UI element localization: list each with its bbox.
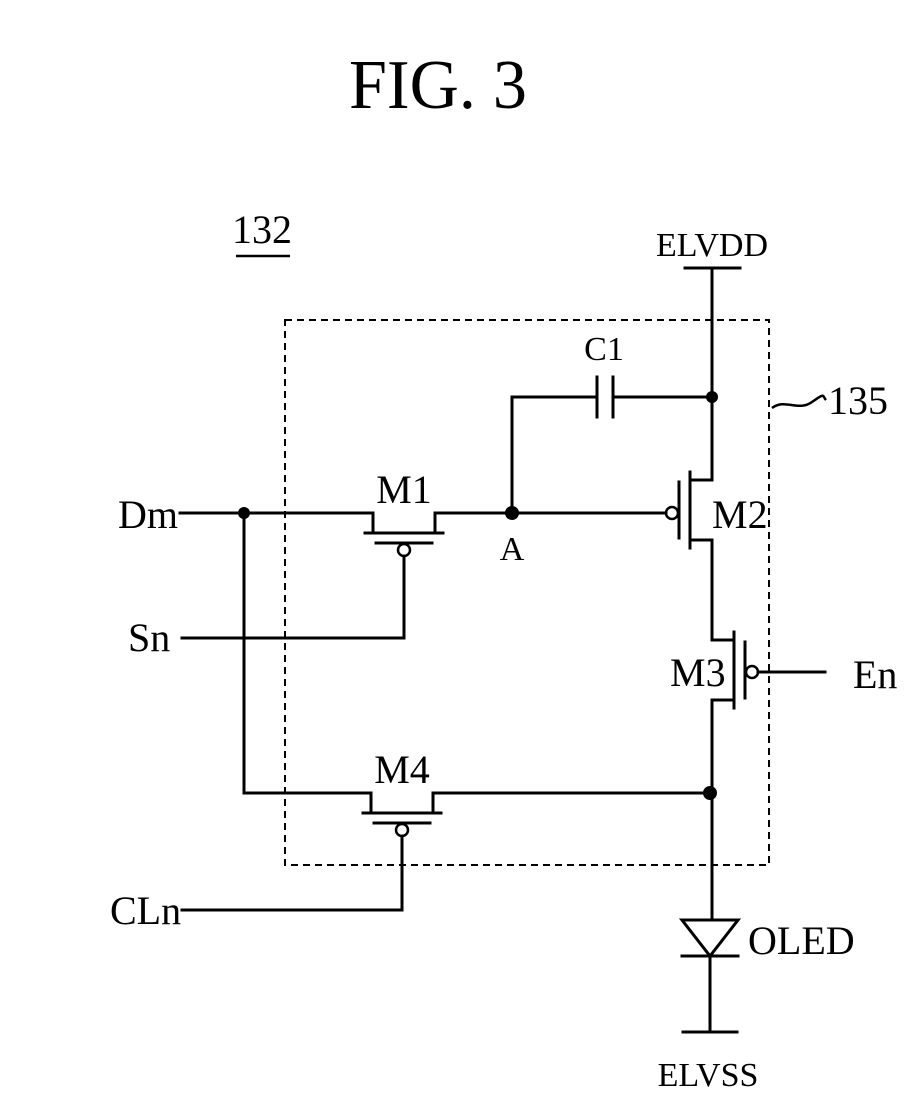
m3-gate-bubble xyxy=(746,666,758,678)
figure-title: FIG. 3 xyxy=(349,47,527,124)
node-a-label: A xyxy=(500,531,525,568)
m4-gate-bubble xyxy=(396,824,408,836)
node-a-dot xyxy=(505,506,519,520)
m1-gate-bubble xyxy=(398,544,410,556)
m2-gate-bubble xyxy=(666,507,678,519)
c1-label: C1 xyxy=(584,331,624,368)
circuit-ref-leader xyxy=(772,396,826,408)
m4-label: M4 xyxy=(374,747,430,792)
oled-diode-symbol xyxy=(682,920,738,956)
elvdd-label: ELVDD xyxy=(656,227,768,264)
m2-label: M2 xyxy=(712,492,768,537)
sn-label: Sn xyxy=(128,615,170,660)
cln-label: CLn xyxy=(110,888,181,933)
circuit-ref-label: 135 xyxy=(828,378,888,423)
pixel-ref-label: 132 xyxy=(232,207,292,252)
elvss-label: ELVSS xyxy=(658,1057,759,1094)
m1-label: M1 xyxy=(376,467,432,512)
dm-label: Dm xyxy=(118,492,178,537)
m3-label: M3 xyxy=(670,650,726,695)
en-label: En xyxy=(853,652,897,697)
pixel-circuit-boundary xyxy=(285,320,769,865)
oled-label: OLED xyxy=(748,918,855,963)
